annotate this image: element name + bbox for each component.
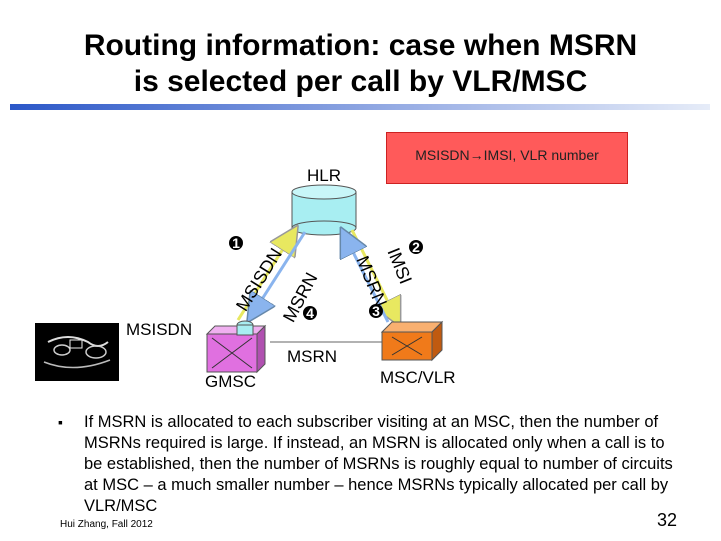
bullet-text: If MSRN is allocated to each subscriber … xyxy=(84,413,673,515)
phone-image xyxy=(35,323,119,381)
bullet-marker: ▪ xyxy=(58,414,63,430)
page-number: 32 xyxy=(657,510,678,530)
hlr-mapping-box: MSISDN→IMSI, VLR number xyxy=(386,132,628,184)
msc-vlr-label: MSC/VLR xyxy=(380,368,456,387)
gmsc-switch-icon xyxy=(205,320,267,374)
step-4-badge: 4 xyxy=(303,306,317,320)
arrow-msrn-down-left xyxy=(250,231,307,318)
msisdn-label: MSISDN xyxy=(126,320,193,339)
page-title: Routing information: case when MSRN is s… xyxy=(0,28,721,100)
msrn-link-label: MSRN xyxy=(287,347,338,366)
gmsc-label: GMSC xyxy=(205,372,256,391)
title-line-2: is selected per call by VLR/MSC xyxy=(133,65,588,98)
msc-vlr-switch-icon xyxy=(380,320,444,362)
step-1-badge: 1 xyxy=(229,236,243,250)
footer-author: Hui Zhang, Fall 2012 xyxy=(60,519,153,530)
hlr-mapping-text: MSISDN→IMSI, VLR number xyxy=(415,147,599,163)
step-3-badge: 3 xyxy=(369,304,383,318)
hlr-label: HLR xyxy=(307,166,342,185)
title-underline xyxy=(10,104,710,110)
title-line-1: Routing information: case when MSRN xyxy=(83,29,638,62)
hlr-database-icon xyxy=(291,184,357,236)
step-2-badge: 2 xyxy=(409,240,423,254)
